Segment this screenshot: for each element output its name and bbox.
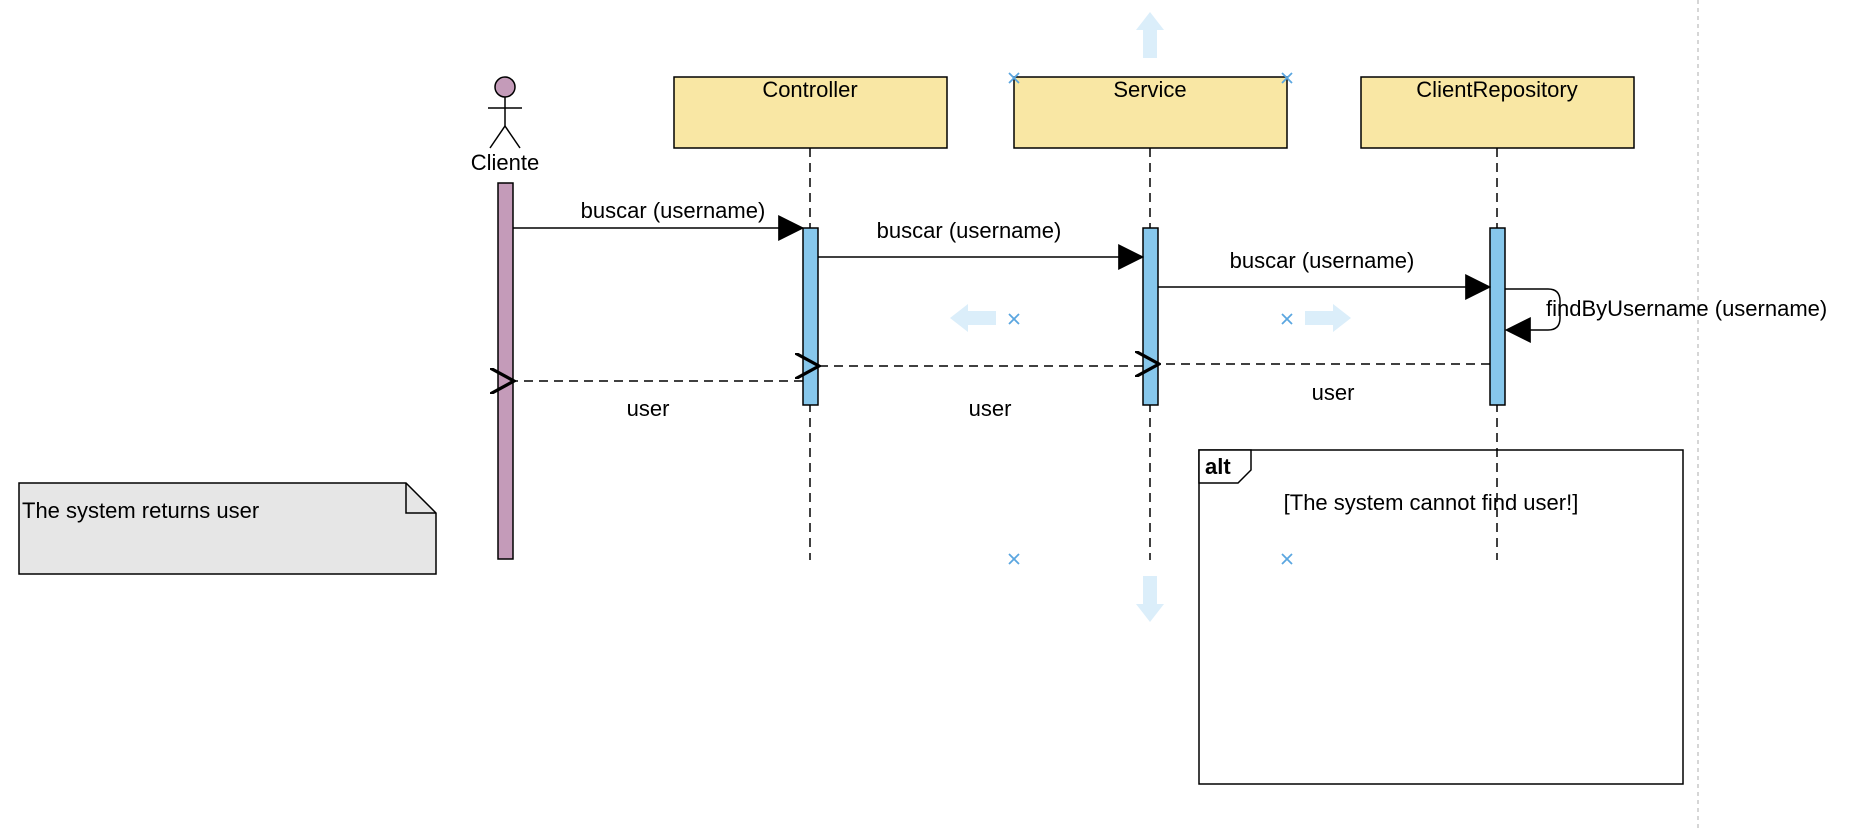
message-arrow <box>1504 288 1561 343</box>
participant-service[interactable]: Service <box>1013 76 1288 149</box>
message-return-user-cliente[interactable]: user <box>514 381 803 421</box>
note-shape <box>18 482 437 575</box>
note[interactable]: The system returns user <box>18 482 437 575</box>
message-buscar-service[interactable]: buscar (username) <box>818 218 1145 270</box>
actor-label: Cliente <box>471 150 539 175</box>
selection-handles[interactable] <box>950 12 1351 622</box>
alt-guard: [The system cannot find user!] <box>1284 490 1579 515</box>
controller-activation-bar[interactable] <box>802 227 819 406</box>
alt-operator: alt <box>1205 454 1231 479</box>
alt-tab <box>1198 449 1252 484</box>
message-label: user <box>1312 380 1355 405</box>
clone-arrow-icon[interactable] <box>950 12 1351 622</box>
participant-label: ClientRepository <box>1416 77 1577 102</box>
actor-cliente[interactable]: Cliente <box>471 76 539 175</box>
participant-label: Service <box>1113 77 1186 102</box>
note-text: The system returns user <box>22 498 259 523</box>
participant-clientrepository[interactable]: ClientRepository <box>1360 76 1635 149</box>
service-activation-bar[interactable] <box>1142 227 1159 406</box>
actor-activation-bar[interactable] <box>497 182 514 560</box>
message-label: buscar (username) <box>877 218 1062 243</box>
message-buscar-controller[interactable]: buscar (username) <box>513 198 805 241</box>
message-label: user <box>627 396 670 421</box>
resize-handle-icon[interactable] <box>1008 72 1293 565</box>
participant-box <box>1013 76 1288 149</box>
note-fold <box>405 483 436 514</box>
participant-controller[interactable]: Controller <box>673 76 948 149</box>
participant-label: Controller <box>762 77 857 102</box>
message-buscar-clientrepository[interactable]: buscar (username) <box>1158 248 1492 300</box>
stick-figure-icon <box>488 76 522 149</box>
message-label: buscar (username) <box>1230 248 1415 273</box>
message-return-user-controller[interactable]: user <box>819 366 1143 421</box>
alt-frame <box>1198 449 1684 785</box>
clientrepository-activation-bar[interactable] <box>1489 227 1506 406</box>
message-self-findbyusername[interactable]: findByUsername (username) <box>1504 288 1827 343</box>
message-label: findByUsername (username) <box>1546 296 1827 321</box>
participant-box <box>673 76 948 149</box>
message-label: user <box>969 396 1012 421</box>
participant-box <box>1360 76 1635 149</box>
alt-fragment[interactable]: alt [The system cannot find user!] <box>1198 449 1684 785</box>
message-return-user-service[interactable]: user <box>1159 364 1490 405</box>
message-label: buscar (username) <box>581 198 766 223</box>
